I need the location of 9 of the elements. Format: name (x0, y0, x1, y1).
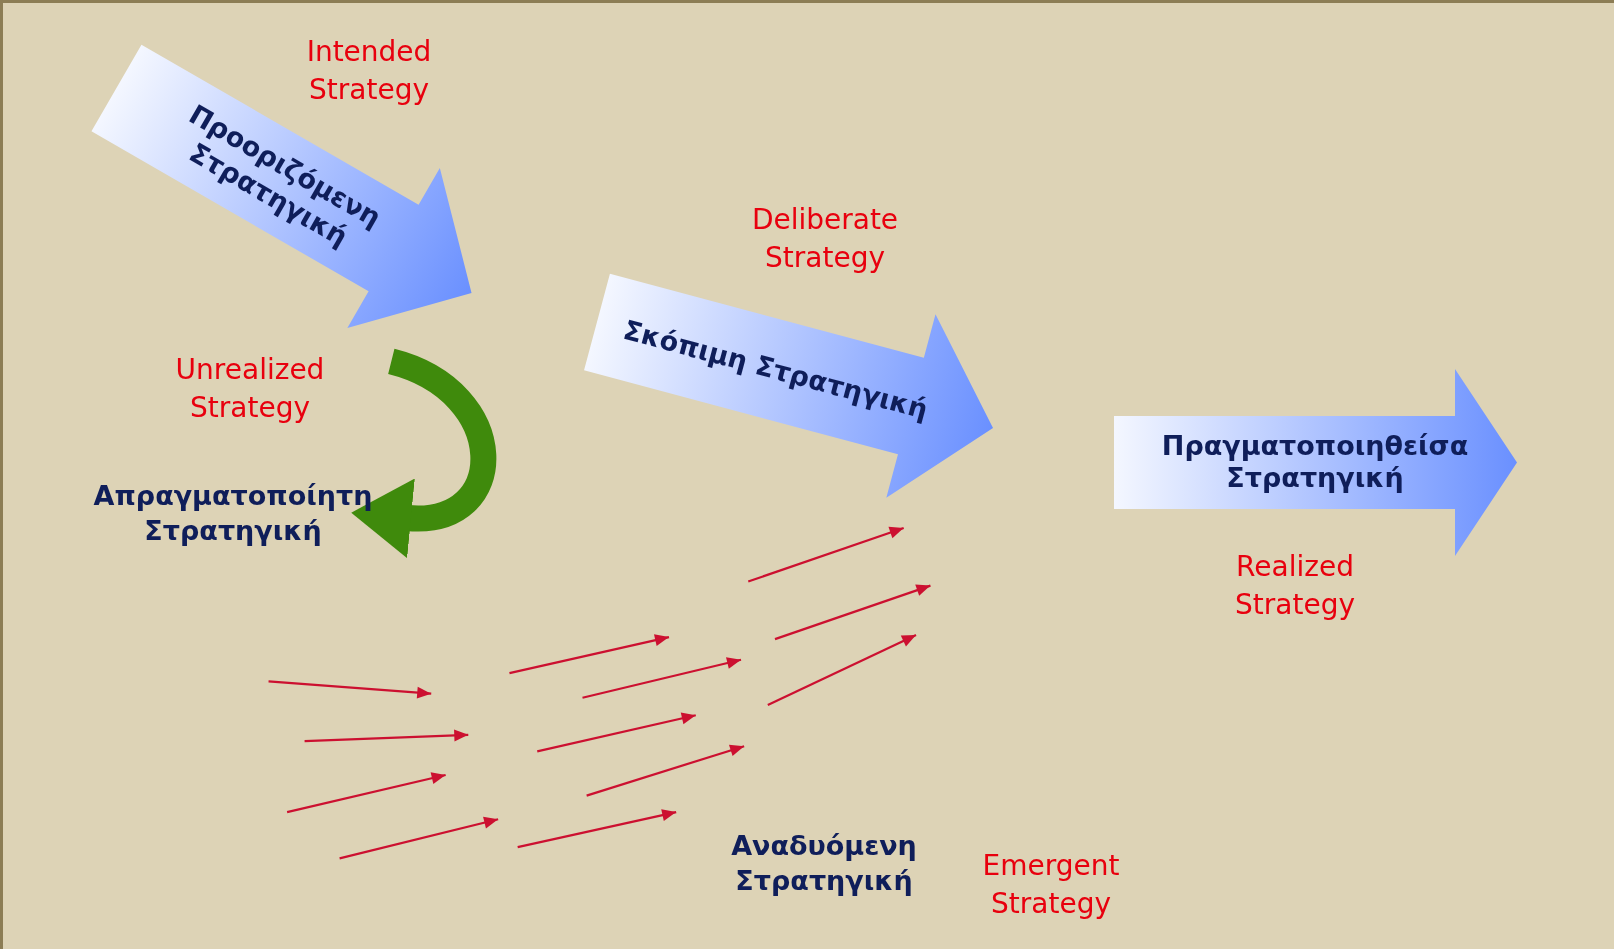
translation-label: Emergent Strategy (981, 848, 1121, 922)
translation-label: Realized Strategy (1234, 549, 1356, 623)
strategy-label: Αναδυόμενη Στρατηγική (693, 828, 955, 899)
block-arrow (1113, 368, 1517, 556)
strategy-label: Απραγματοποίητη Στρατηγική (63, 478, 403, 549)
translation-label: Deliberate Strategy (750, 202, 900, 276)
translation-label: Unrealized Strategy (174, 352, 326, 426)
arrow-text: Πραγματοποιηθείσα Στρατηγική (1160, 429, 1470, 495)
translation-label: Intended Strategy (306, 34, 433, 106)
